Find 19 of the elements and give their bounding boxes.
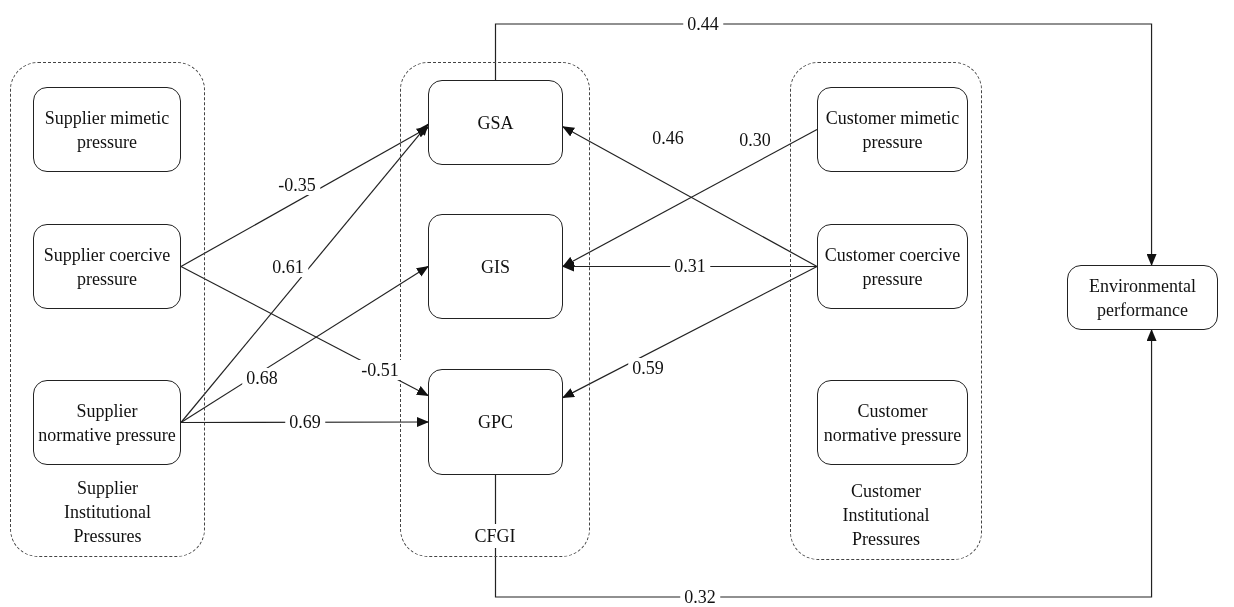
dashed-group-box (10, 62, 205, 557)
arrow (180, 127, 429, 268)
construct-box: Customer mimetic pressure (817, 87, 968, 172)
edge-label: -0.51 (357, 360, 403, 380)
arrow (494, 23, 1157, 266)
construct-box: Supplier coercive pressure (33, 224, 181, 309)
construct-box: Supplier normative pressure (33, 380, 181, 465)
construct-box: GSA (428, 80, 563, 165)
construct-box: GIS (428, 214, 563, 319)
construct-box: Customer normative pressure (817, 380, 968, 465)
arrow (180, 265, 429, 424)
construct-box: Customer coercive pressure (817, 224, 968, 309)
construct-box: Supplier mimetic pressure (33, 87, 181, 172)
construct-box: GPC (428, 369, 563, 475)
dashed-group-box (790, 62, 982, 560)
dashed-group-box (400, 62, 590, 557)
arrow (562, 265, 818, 399)
arrow (180, 123, 429, 424)
construct-box: Environmental performance (1067, 265, 1218, 330)
